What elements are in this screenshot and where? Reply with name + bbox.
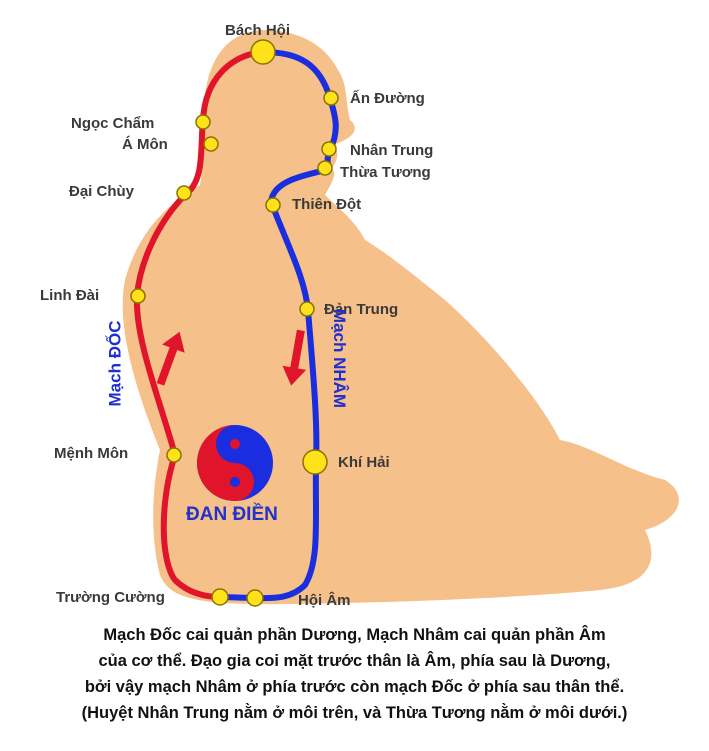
point-khi-hai	[302, 449, 328, 475]
label-an-duong: Ấn Đường	[350, 90, 425, 107]
point-truong-cuong	[211, 588, 229, 606]
point-thua-tuong	[317, 160, 333, 176]
label-mach-nham: Mạch NHÂM	[330, 308, 350, 409]
label-menh-mon: Mệnh Môn	[54, 445, 129, 462]
nham-flow-arrow	[282, 329, 307, 386]
label-dai-chuy: Đại Chùy	[69, 183, 135, 200]
label-dan-trung: Đản Trung	[324, 301, 399, 318]
point-menh-mon	[166, 447, 182, 463]
label-hoi-am: Hội Âm	[298, 592, 351, 609]
label-a-mon: Á Môn	[122, 136, 168, 153]
acupoints	[130, 39, 339, 607]
label-thua-tuong: Thừa Tương	[340, 164, 431, 181]
point-bach-hoi	[250, 39, 276, 65]
diagram-canvas	[122, 30, 679, 607]
nham-channel-path	[219, 49, 339, 602]
label-linh-dai: Linh Đài	[40, 287, 100, 304]
point-nhan-trung	[321, 141, 337, 157]
point-dai-chuy	[176, 185, 192, 201]
label-mach-doc: Mạch ĐỐC	[105, 320, 125, 407]
point-linh-dai	[130, 288, 146, 304]
label-bach-hoi: Bách Hội	[225, 22, 291, 39]
caption-line: (Huyệt Nhân Trung nằm ở môi trên, và Thừ…	[81, 704, 628, 722]
point-an-duong	[323, 90, 339, 106]
yin-yang-symbol	[197, 425, 273, 501]
point-ngoc-cham	[195, 114, 211, 130]
caption: Mạch Đốc cai quản phần Dương, Mạch Nhâm …	[0, 622, 709, 726]
label-thien-dot: Thiên Đột	[292, 196, 362, 213]
caption-line: Mạch Đốc cai quản phần Dương, Mạch Nhâm …	[103, 626, 606, 644]
meridian-diagram: Bách Hội Ấn Đường Ngọc Chẩm Á Môn Nhân T…	[40, 22, 679, 609]
point-thien-dot	[265, 197, 281, 213]
point-hoi-am	[246, 589, 264, 607]
point-dan-trung	[299, 301, 315, 317]
label-dan-dien: ĐAN ĐIỀN	[186, 504, 278, 525]
point-a-mon	[203, 136, 219, 152]
label-nhan-trung: Nhân Trung	[350, 142, 434, 159]
caption-line: bởi vậy mạch Nhâm ở phía trước còn mạch …	[84, 678, 625, 696]
label-truong-cuong: Trường Cường	[56, 589, 165, 606]
label-ngoc-cham: Ngọc Chẩm	[71, 115, 155, 132]
doc-flow-arrow	[156, 331, 185, 386]
label-khi-hai: Khí Hải	[338, 454, 390, 471]
caption-line: của cơ thể. Đạo gia coi mặt trước thân l…	[98, 652, 611, 670]
